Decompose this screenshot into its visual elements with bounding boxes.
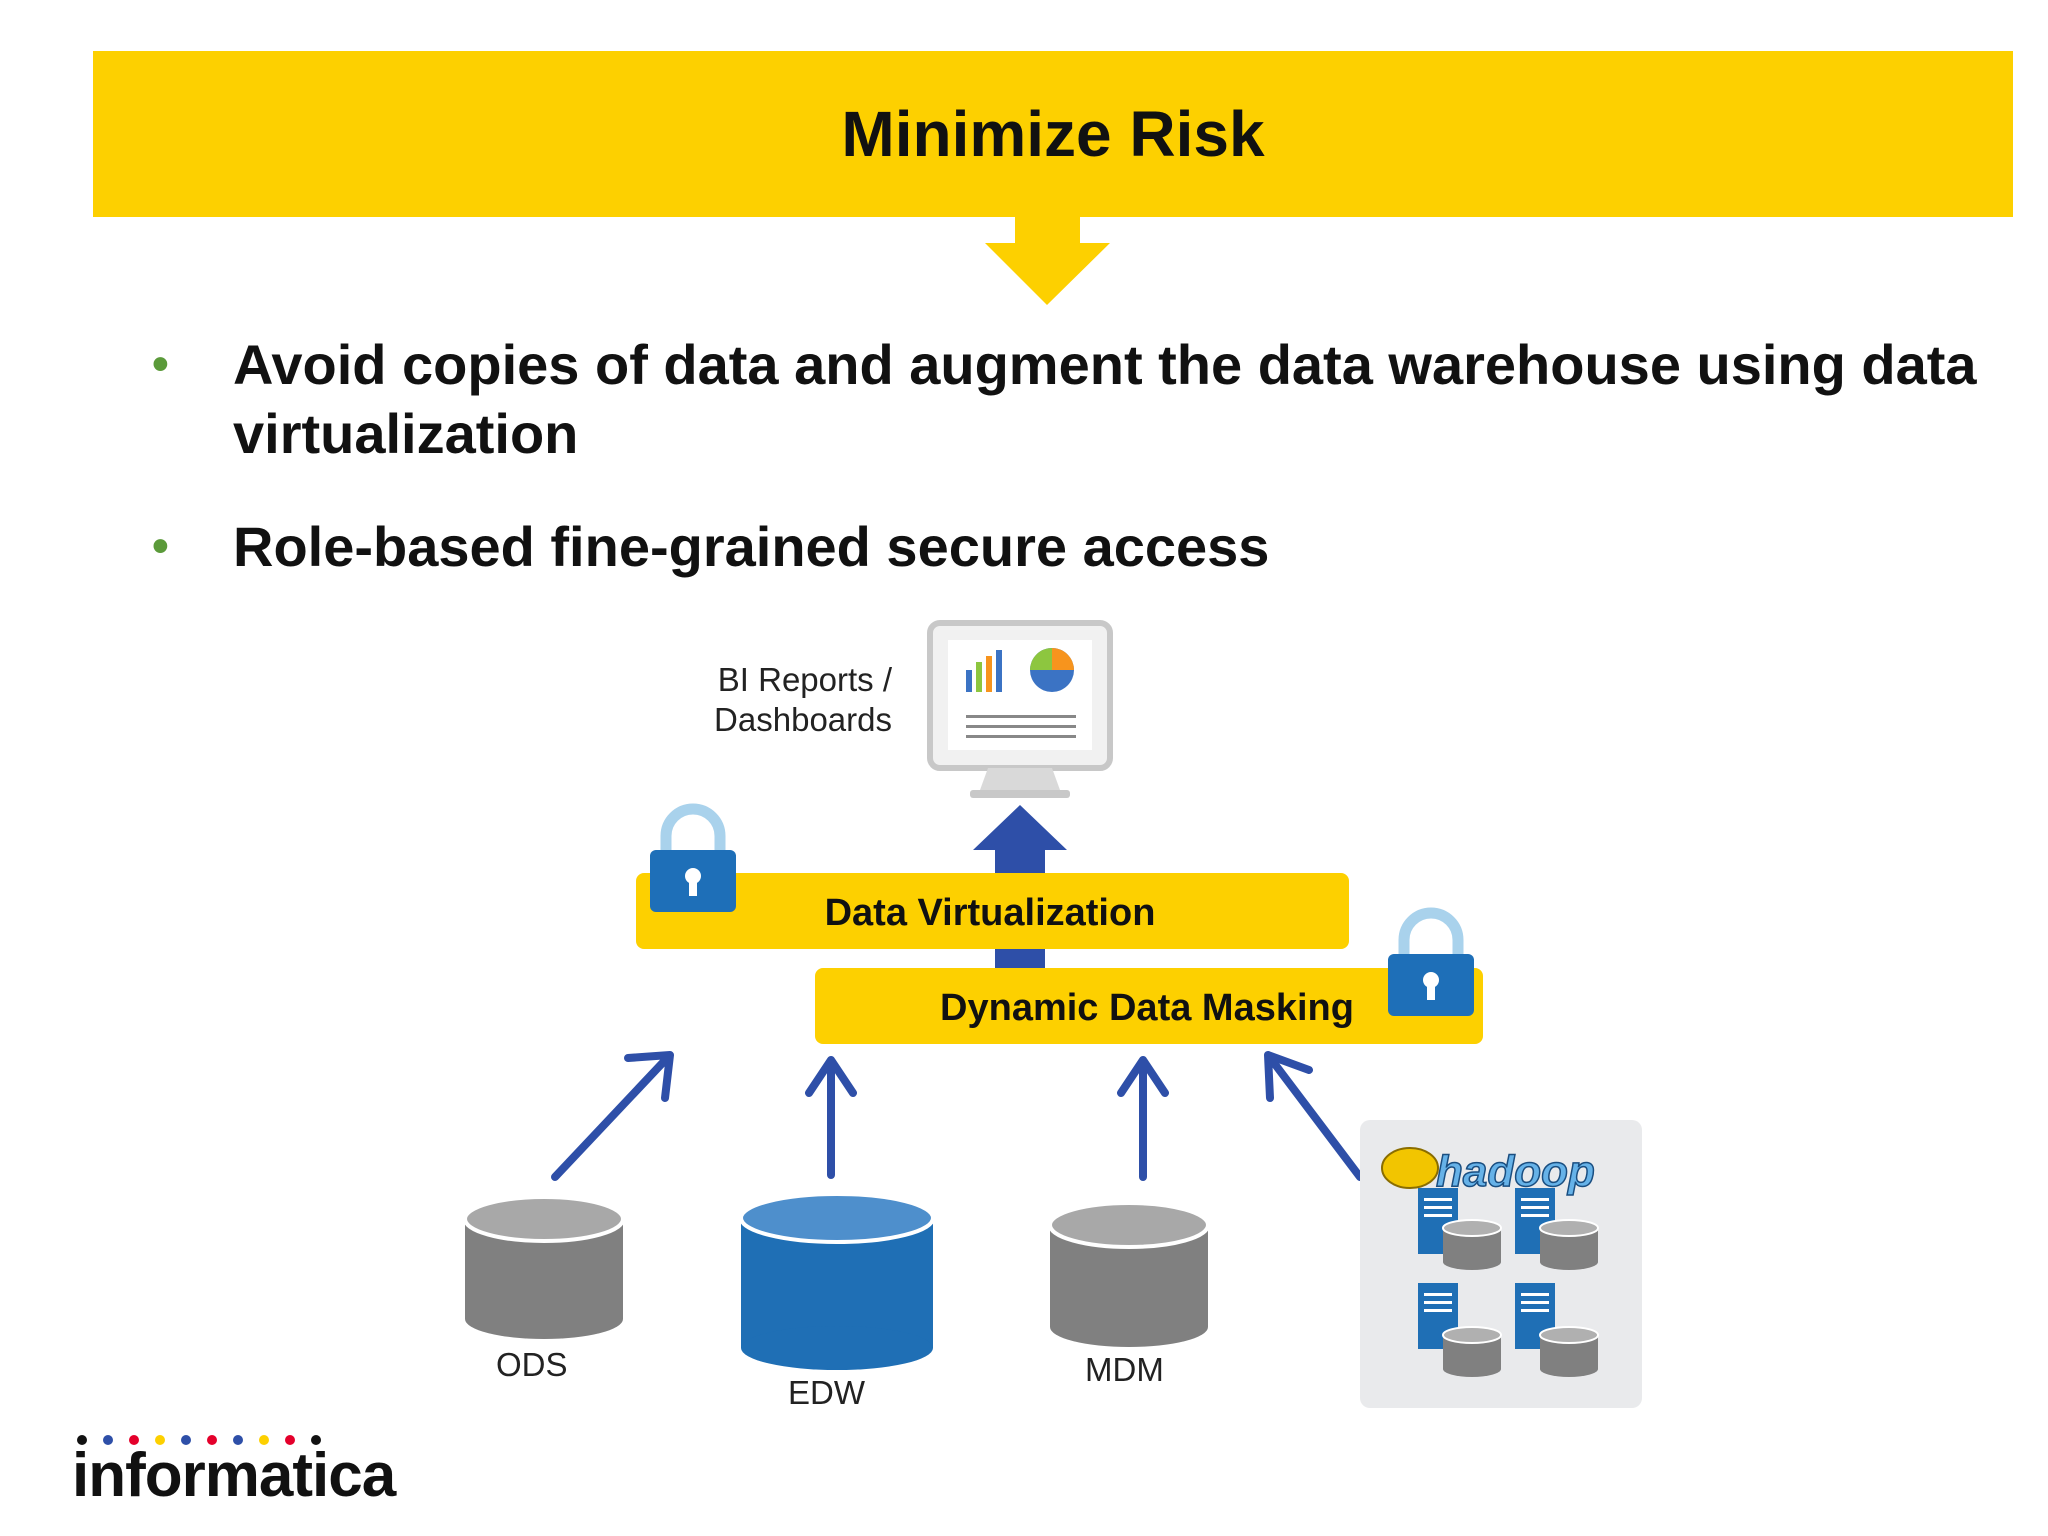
monitor-icon	[927, 620, 1113, 798]
title-banner: Minimize Risk	[93, 51, 2013, 217]
dynamic-data-masking-bar	[815, 968, 1483, 1044]
arrow-hadoop	[1264, 1051, 1364, 1181]
source-arrows	[551, 1051, 1364, 1181]
bullet-item: Avoid copies of data and augment the dat…	[150, 330, 2000, 468]
informatica-logo-dots	[77, 1435, 321, 1445]
lock-icon	[1388, 907, 1474, 1016]
bullet-list: Avoid copies of data and augment the dat…	[150, 330, 2000, 581]
informatica-logo: informatica	[72, 1441, 396, 1510]
data-virtualization-label: Data Virtualization	[825, 892, 1156, 934]
mdm-label: MDM	[1085, 1351, 1164, 1388]
arrow-ods	[551, 1051, 674, 1181]
bullet-item: Role-based fine-grained secure access	[150, 512, 2000, 581]
page-title: Minimize Risk	[841, 98, 1265, 170]
server-icon	[1418, 1188, 1502, 1270]
server-icon	[1418, 1283, 1502, 1377]
hadoop-cluster-icon: hadoop	[1360, 1120, 1642, 1408]
mdm-database-icon	[1048, 1201, 1210, 1347]
ods-database-icon	[463, 1195, 625, 1339]
dynamic-data-masking-label: Dynamic Data Masking	[940, 987, 1354, 1029]
lock-icon	[650, 803, 736, 912]
server-icon	[1515, 1188, 1599, 1270]
arrow-mdm	[1117, 1056, 1169, 1181]
arrow-edw	[805, 1056, 857, 1179]
edw-database-icon	[739, 1192, 935, 1370]
banner-down-arrow	[985, 217, 1110, 305]
bi-reports-label: BI Reports / Dashboards	[714, 661, 892, 738]
server-icon	[1515, 1283, 1599, 1377]
edw-label: EDW	[788, 1374, 865, 1411]
ods-label: ODS	[496, 1346, 568, 1383]
hadoop-elephant-icon	[1381, 1147, 1439, 1189]
data-virtualization-bar	[636, 873, 1349, 949]
